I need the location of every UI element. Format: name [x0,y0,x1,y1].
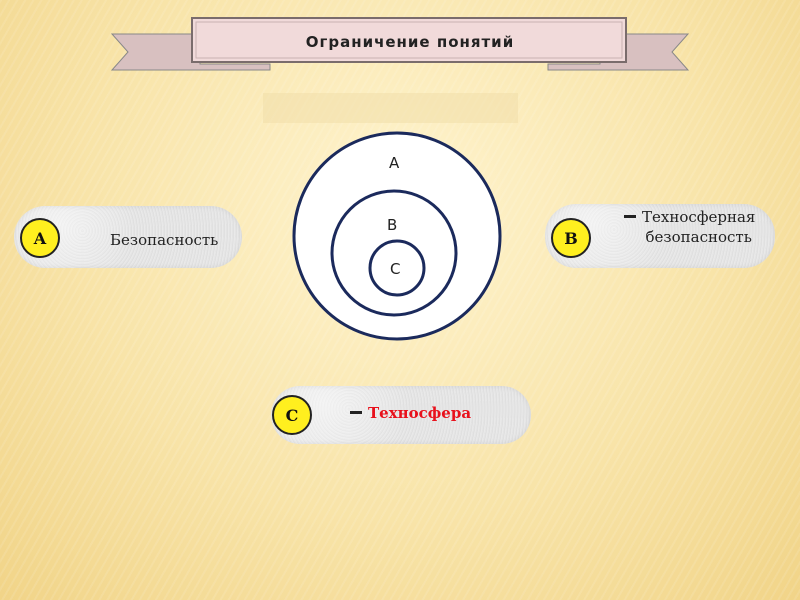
dash-mark [350,410,362,414]
item-b-text-line1: Техносферная [642,208,756,226]
placeholder-bar [263,93,518,123]
item-c-text-label: Техносфера [368,404,472,422]
title-banner [110,17,690,71]
item-a-badge: A [20,218,60,258]
item-a-text: Безопасность [110,231,219,249]
item-b-text-line2: безопасность [645,228,752,246]
dash-mark [624,214,636,218]
item-b-text: Техносферная безопасность [624,207,755,247]
item-b-badge: B [551,218,591,258]
middle-circle-label: B [387,216,398,234]
inner-circle-label: C [390,260,401,278]
item-c-text: Техносфера [350,403,471,423]
item-c-panel [271,386,531,444]
page-title: Ограничение понятий [305,33,515,51]
outer-circle-label: A [389,154,400,172]
item-c-badge: C [272,395,312,435]
inner-circle [368,239,426,297]
